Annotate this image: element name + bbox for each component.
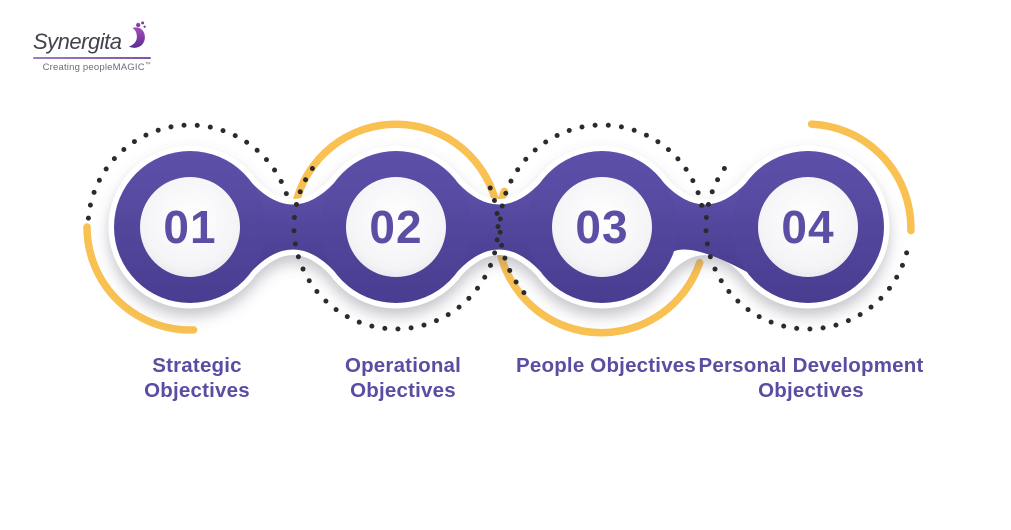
yellow-arc-step4: [807, 120, 915, 235]
step-inner-circle-1: [140, 177, 240, 277]
dotted-arc-step4: [703, 166, 911, 332]
dotted-arc-step3: [497, 122, 705, 296]
step-label-2: Operational Objectives: [344, 354, 462, 402]
connector-1-2: [251, 182, 335, 272]
step-label-3: People Objectives: [516, 354, 697, 377]
dotted-arc-step2: [291, 166, 501, 332]
step-inner-circle-2: [346, 177, 446, 277]
logo-underline: [33, 57, 151, 59]
step-number-4: 04: [781, 201, 835, 253]
yellow-arc-step1: [83, 223, 198, 334]
logo-trademark: ™: [144, 62, 151, 68]
dotted-arc-step1: [85, 122, 291, 221]
logo-brand-text: Synergita: [33, 29, 122, 54]
step-number-2: 02: [369, 201, 423, 253]
synergita-swirl-icon: [123, 20, 149, 55]
step-label-1: Strategic Objectives: [144, 354, 250, 402]
logo-tagline: Creating peopleMAGIC™: [42, 62, 151, 74]
step-inner-circle-4: [758, 177, 858, 277]
step-label-4: Personal Development Objectives: [698, 354, 924, 402]
connector-3-4: [663, 182, 747, 272]
synergita-logo: Synergita Creating people: [33, 20, 151, 73]
step-number-1: 01: [163, 201, 217, 253]
step-number-3: 03: [575, 201, 629, 253]
step-inner-circle-3: [552, 177, 652, 277]
